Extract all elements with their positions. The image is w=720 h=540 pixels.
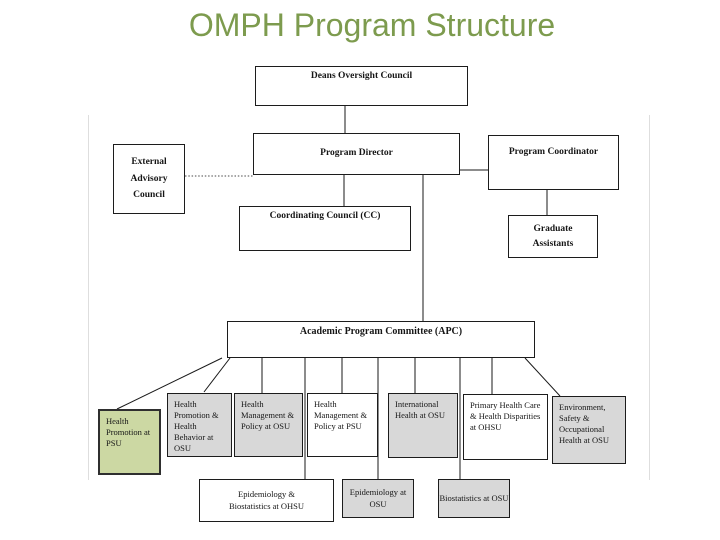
node-primary-health-care-disparities-ohsu: Primary Health Care & Health Disparities… [463, 394, 548, 460]
node-graduate-assistants: Graduate Assistants [508, 215, 598, 258]
node-external-advisory-council: External Advisory Council [113, 144, 185, 214]
node-health-management-policy-osu: Health Management & Policy at OSU [234, 393, 303, 457]
node-health-management-policy-psu: Health Management & Policy at PSU [307, 393, 378, 457]
node-health-promotion-behavior-osu: Health Promotion & Health Behavior at OS… [167, 393, 232, 457]
node-international-health-osu: International Health at OSU [388, 393, 458, 458]
node-academic-program-committee: Academic Program Committee (APC) [227, 321, 535, 358]
conn-apc-hp-psu [116, 357, 223, 410]
conn-apc-eso-osu [524, 357, 561, 397]
node-environment-safety-occupational-osu: Environment, Safety & Occupational Healt… [552, 396, 626, 464]
node-health-promotion-psu: Health Promotion at PSU [98, 409, 161, 475]
node-biostatistics-osu: Biostatistics at OSU [438, 479, 510, 518]
conn-apc-hpb-osu [203, 357, 231, 393]
node-deans-oversight-council: Deans Oversight Council [255, 66, 468, 106]
node-epidemiology-biostatistics-ohsu: Epidemiology & Biostatistics at OHSU [199, 479, 334, 522]
node-program-director: Program Director [253, 133, 460, 175]
node-epidemiology-osu: Epidemiology at OSU [342, 479, 414, 518]
frame-edge-left [88, 115, 89, 480]
slide-title: OMPH Program Structure [188, 7, 556, 43]
node-program-coordinator: Program Coordinator [488, 135, 619, 190]
frame-edge-right [649, 115, 650, 480]
node-coordinating-council: Coordinating Council (CC) [239, 206, 411, 251]
